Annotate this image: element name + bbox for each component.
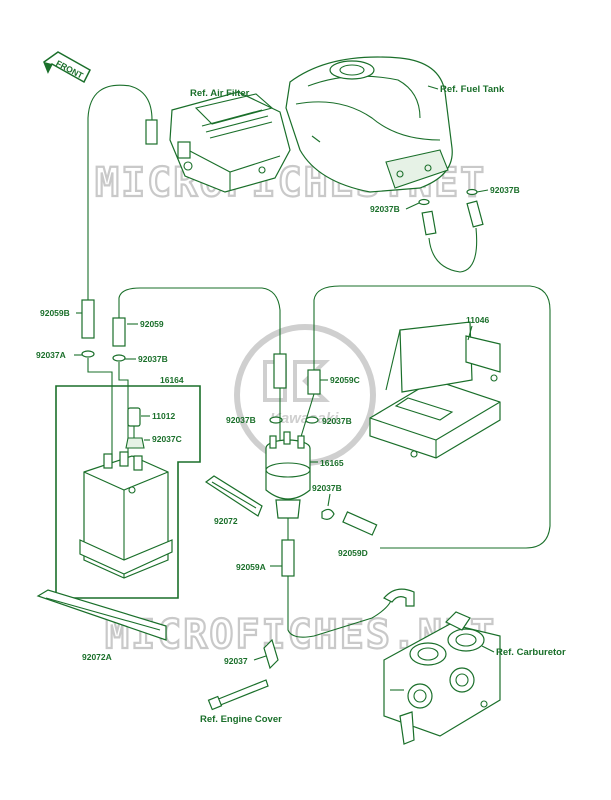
clip-92037c bbox=[125, 437, 145, 449]
front-arrow-icon: FRONT bbox=[43, 51, 91, 84]
hose-92059d bbox=[342, 511, 378, 536]
label-92037b-lower: 92037B bbox=[312, 483, 342, 493]
air-filter-label: Ref. Air Filter bbox=[190, 88, 250, 99]
bracket-11046 bbox=[369, 321, 501, 459]
fuel-tank-ref bbox=[285, 56, 453, 193]
clip-92037b-mid-right bbox=[305, 416, 319, 424]
line-canister-to-separator bbox=[118, 287, 281, 354]
canister-16164 bbox=[79, 451, 173, 579]
clip-92037a bbox=[81, 350, 95, 358]
svg-text:Kawasaki: Kawasaki bbox=[270, 410, 339, 427]
line-tank-loop bbox=[428, 227, 478, 273]
line-tank-to-return bbox=[313, 285, 551, 549]
clip-92037b-tank-left bbox=[418, 198, 430, 206]
cap-11012 bbox=[127, 407, 141, 427]
air-filter-ref bbox=[169, 91, 291, 193]
clip-92037b-mid-left bbox=[269, 416, 283, 424]
label-92037b-upper: 92037B bbox=[138, 354, 168, 364]
hose-92059a bbox=[281, 539, 295, 577]
clip-92037b-tank-right bbox=[466, 188, 478, 196]
label-92037b-tank-right: 92037B bbox=[490, 185, 520, 195]
label-92059d: 92059D bbox=[338, 548, 368, 558]
label-92037b-mid-right: 92037B bbox=[322, 416, 352, 426]
elbow-hose bbox=[383, 588, 415, 607]
fuel-tank-label: Ref. Fuel Tank bbox=[440, 84, 505, 95]
bolt-engine-cover bbox=[207, 679, 269, 711]
label-11046: 11046 bbox=[466, 315, 489, 325]
label-92037a: 92037A bbox=[36, 350, 66, 360]
carburetor-ref bbox=[383, 611, 501, 745]
label-92059b: 92059B bbox=[40, 308, 70, 318]
label-92072: 92072 bbox=[214, 516, 238, 526]
label-92059a: 92059A bbox=[236, 562, 266, 572]
hose-tank-left bbox=[421, 210, 437, 236]
label-92037c: 92037C bbox=[152, 434, 182, 444]
label-92037b-mid-left: 92037B bbox=[226, 415, 256, 425]
line-to-carburetor bbox=[287, 576, 393, 638]
clip-92037b-lower bbox=[321, 508, 335, 520]
carburetor-label: Ref. Carburetor bbox=[496, 647, 566, 658]
hose-air-filter bbox=[145, 119, 158, 145]
label-92072a: 92072A bbox=[82, 652, 112, 662]
label-92059: 92059 bbox=[140, 319, 164, 329]
strap-92072 bbox=[204, 475, 263, 517]
engine-cover-label: Ref. Engine Cover bbox=[200, 714, 282, 725]
separator-16165 bbox=[265, 431, 311, 519]
hose-92059c bbox=[307, 369, 321, 395]
clip-92037b-upper bbox=[112, 354, 126, 362]
label-11012: 11012 bbox=[152, 411, 175, 421]
hose-92059c-left bbox=[273, 353, 287, 389]
label-92037: 92037 bbox=[224, 656, 248, 666]
label-16165: 16165 bbox=[320, 458, 344, 468]
hose-92059b bbox=[81, 299, 95, 339]
hose-tank-right bbox=[466, 200, 484, 228]
clamp-92037 bbox=[263, 638, 279, 670]
line-front-to-filter bbox=[87, 84, 153, 300]
label-92037b-tank-left: 92037B bbox=[370, 204, 400, 214]
label-92059c: 92059C bbox=[330, 375, 360, 385]
label-16164: 16164 bbox=[160, 375, 184, 385]
kawasaki-logo-watermark: Kawasaki bbox=[234, 324, 376, 466]
hose-92059 bbox=[112, 317, 126, 347]
strap-92072a bbox=[36, 589, 167, 641]
